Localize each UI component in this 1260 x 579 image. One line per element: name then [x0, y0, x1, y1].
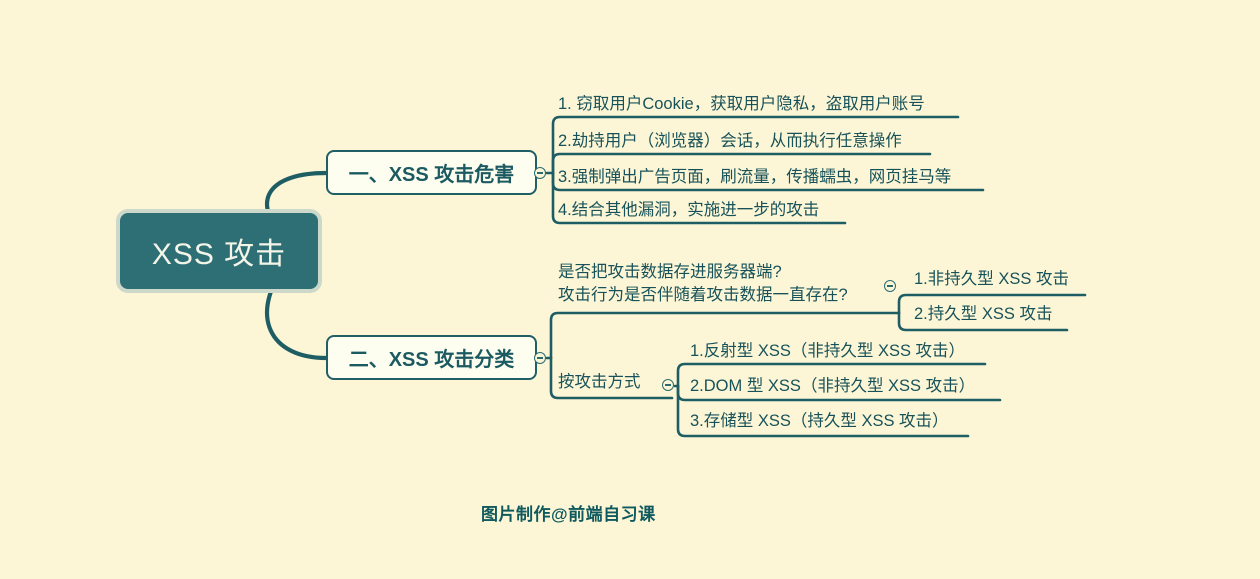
connector-method-item1: [676, 362, 987, 388]
minus-icon: [537, 357, 543, 359]
root-topic[interactable]: XSS 攻击: [116, 209, 322, 293]
branch-node-harm[interactable]: 一、XSS 攻击危害: [326, 150, 537, 195]
harm-item-1[interactable]: 1. 窃取用户Cookie，获取用户隐私，盗取用户账号: [558, 95, 925, 113]
persistence-item-2[interactable]: 2.持久型 XSS 攻击: [914, 305, 1053, 323]
minus-icon: [887, 285, 893, 287]
collapse-button-harm[interactable]: [534, 167, 546, 179]
connector-harm-item4: [551, 171, 847, 225]
credit-text: 图片制作@前端自习课: [481, 505, 656, 524]
connector-question: [549, 311, 901, 360]
method-item-1[interactable]: 1.反射型 XSS（非持久型 XSS 攻击）: [690, 342, 966, 360]
question-line-1: 是否把攻击数据存进服务器端?: [558, 263, 782, 281]
question-line-2: 攻击行为是否伴随着攻击数据一直存在?: [558, 286, 848, 304]
by-method-topic[interactable]: 按攻击方式: [558, 373, 641, 391]
branch-node-classification-label: 二、XSS 攻击分类: [348, 349, 515, 371]
connector-question-item2: [897, 311, 1069, 332]
minus-icon: [665, 384, 671, 386]
connector-by-method: [549, 356, 674, 400]
root-topic-label: XSS 攻击: [151, 238, 287, 271]
question-topic[interactable]: 是否把攻击数据存进服务器端? 攻击行为是否伴随着攻击数据一直存在?: [558, 261, 848, 307]
connector-question-item1: [897, 293, 1087, 315]
collapse-button-by-method[interactable]: [662, 379, 674, 391]
harm-item-2[interactable]: 2.劫持用户（浏览器）会话，从而执行任意操作: [558, 132, 902, 150]
minus-icon: [537, 172, 543, 174]
collapse-button-question[interactable]: [884, 280, 896, 292]
collapse-button-classification[interactable]: [534, 352, 546, 364]
branch-node-classification[interactable]: 二、XSS 攻击分类: [326, 335, 537, 380]
connector-harm-item2: [551, 152, 932, 175]
branch-node-harm-label: 一、XSS 攻击危害: [348, 164, 515, 186]
method-item-2[interactable]: 2.DOM 型 XSS（非持久型 XSS 攻击）: [690, 377, 976, 395]
persistence-item-1[interactable]: 1.非持久型 XSS 攻击: [914, 270, 1069, 288]
method-item-3[interactable]: 3.存储型 XSS（持久型 XSS 攻击）: [690, 412, 949, 430]
harm-item-3[interactable]: 3.强制弹出广告页面，刷流量，传播蠕虫，网页挂马等: [558, 168, 952, 186]
harm-item-4[interactable]: 4.结合其他漏洞，实施进一步的攻击: [558, 201, 820, 219]
connector-method-item3: [676, 384, 970, 438]
connector-harm-item1: [551, 115, 960, 175]
